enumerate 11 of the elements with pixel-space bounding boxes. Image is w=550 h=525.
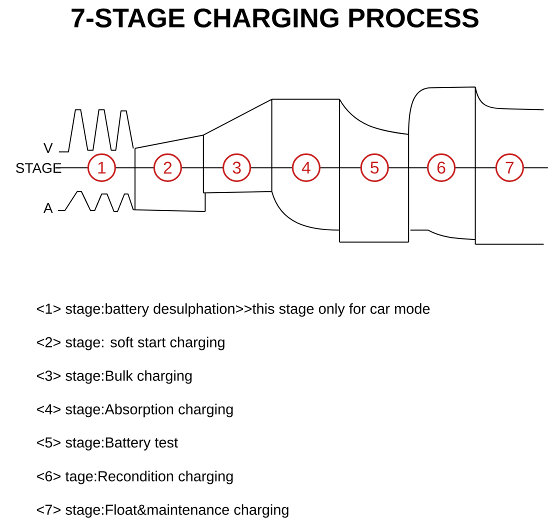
stage-description: <4> stage:Absorption charging: [36, 404, 233, 418]
axis-label: STAGE: [16, 163, 62, 173]
axis-label: V: [44, 143, 53, 153]
title: 7-STAGE CHARGING PROCESS: [72, 8, 478, 28]
stage-description: <6> tage:Recondition charging: [36, 470, 233, 484]
stage-description: <7> stage:Float&maintenance charging: [36, 504, 288, 518]
stage-description: <2> stage: soft start charging: [36, 336, 224, 350]
stage-description: <1> stage:battery desulphation>>this stage only for car mode: [36, 303, 430, 317]
axis-label: A: [44, 203, 53, 213]
stage-description: <3> stage:Bulk charging: [36, 370, 192, 384]
stage-description: <5> stage:Battery test: [36, 438, 178, 450]
